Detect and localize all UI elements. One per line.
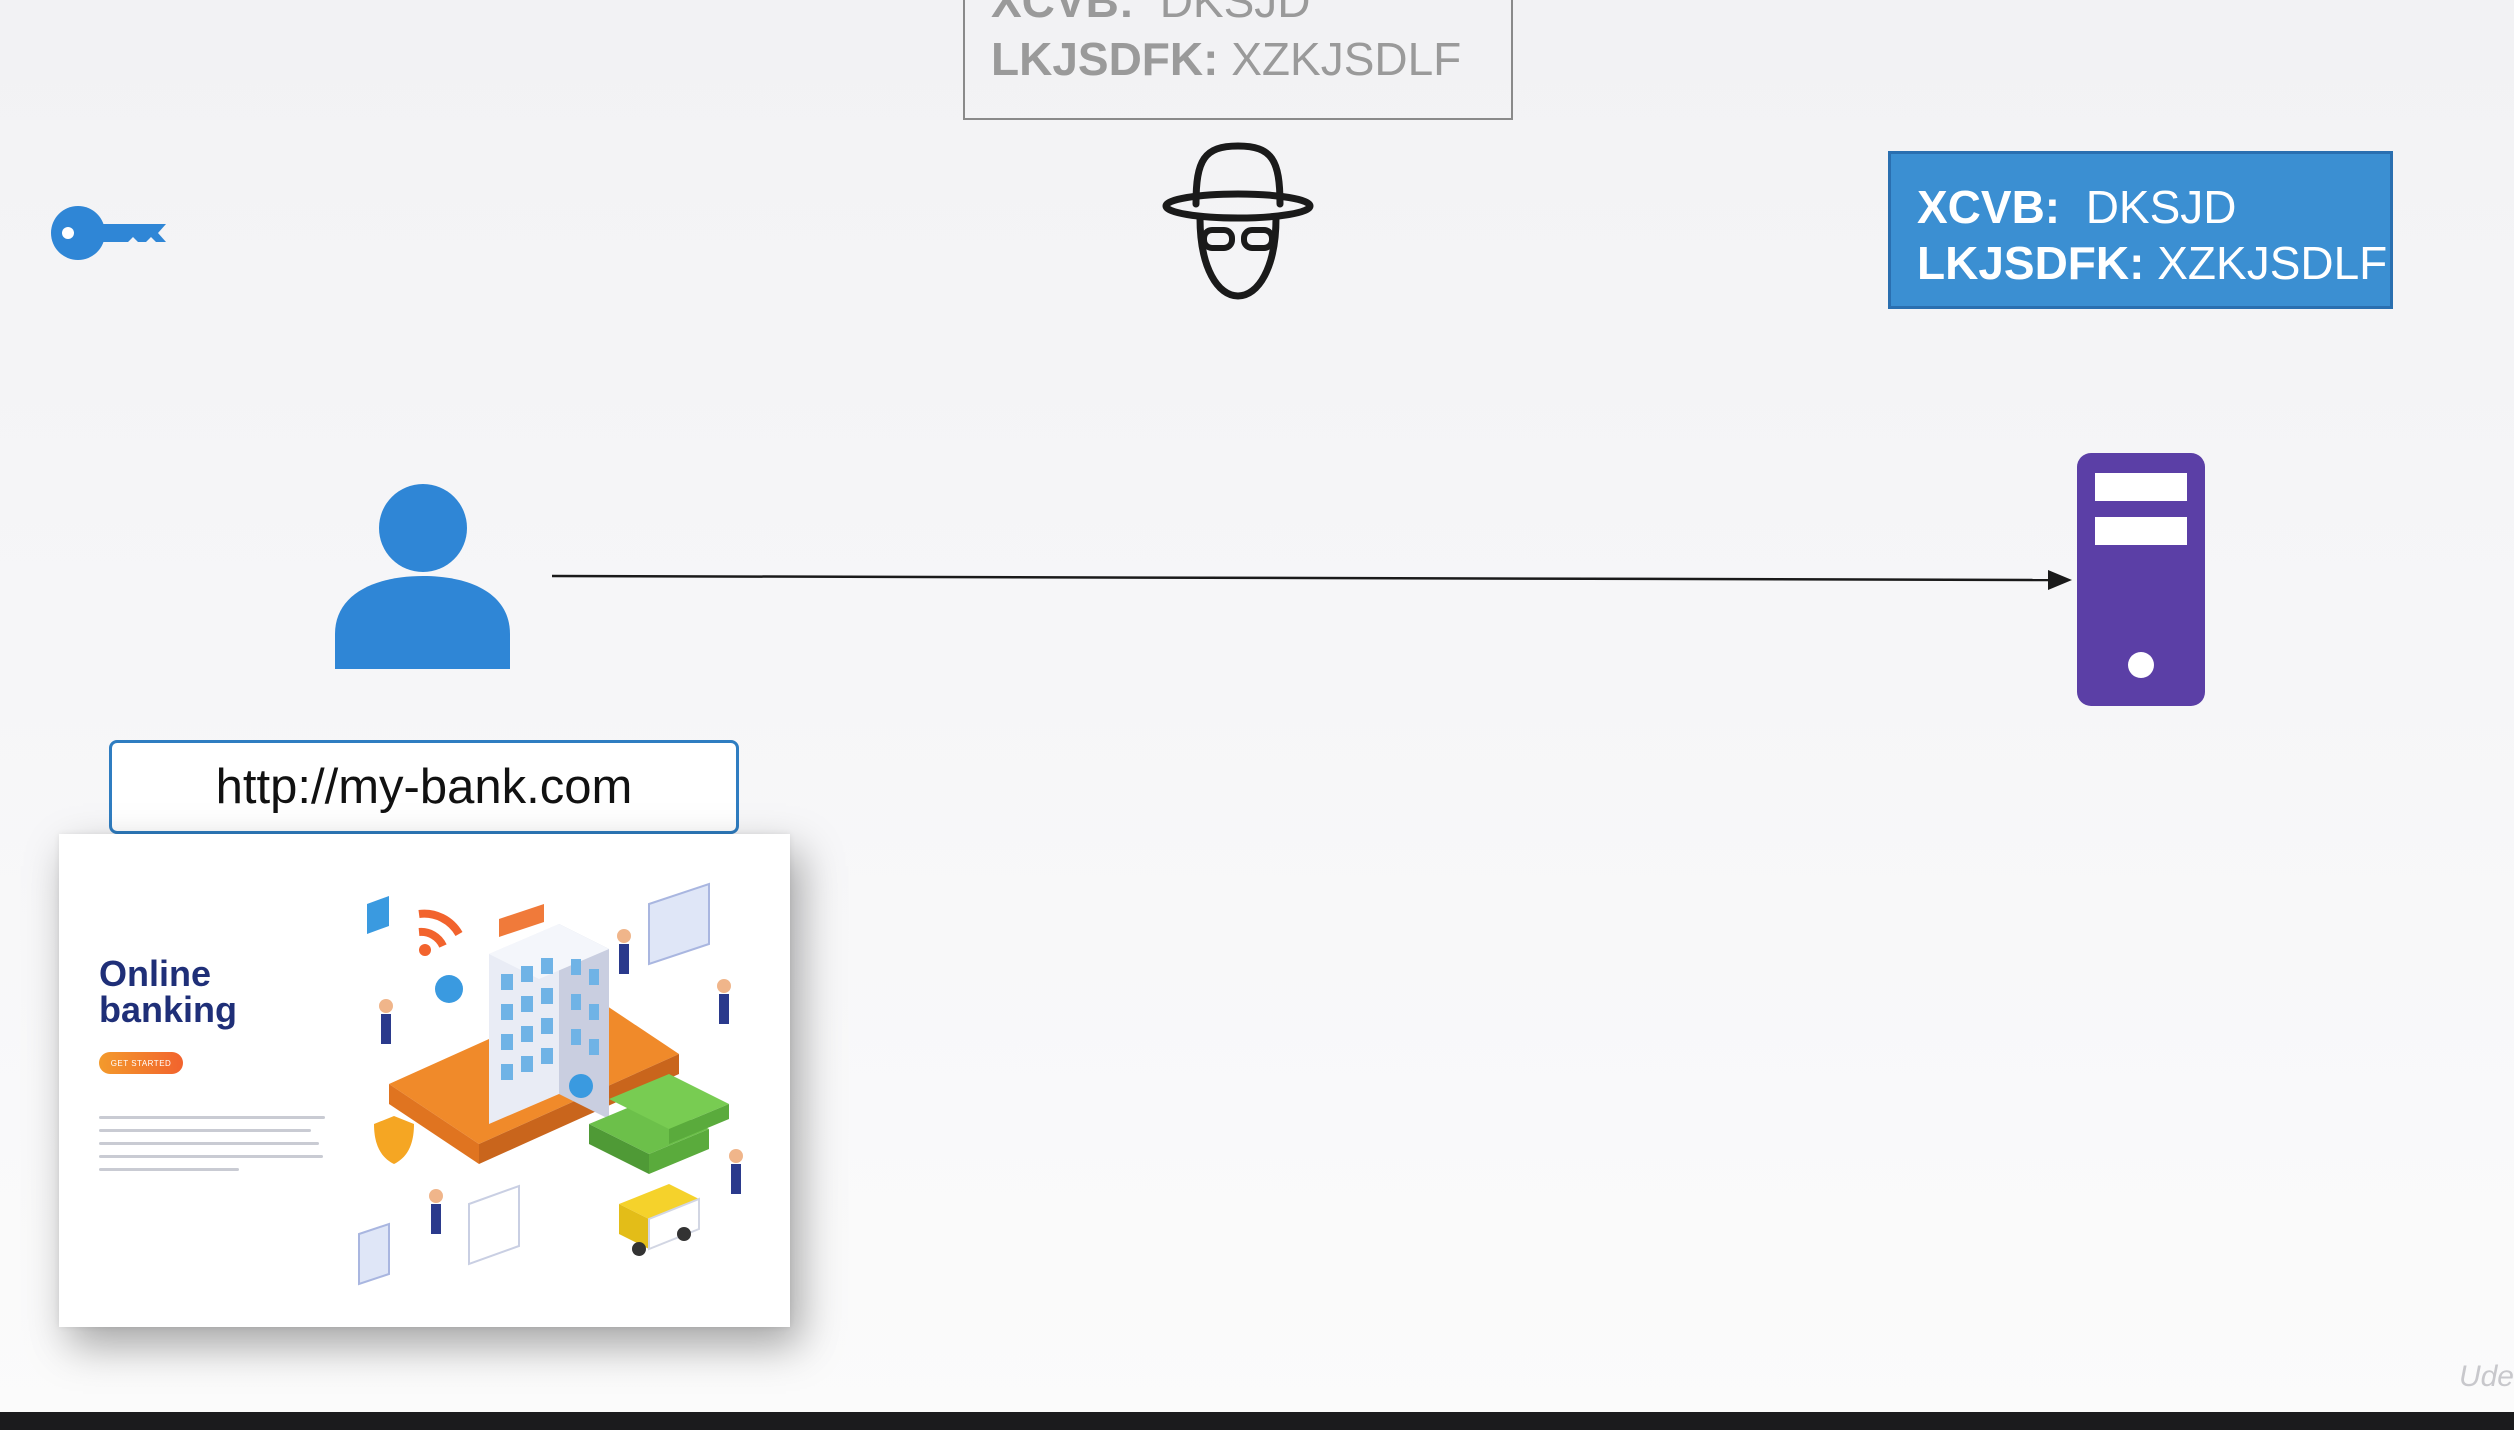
server-credentials-row-2: LKJSDFK: XZKJSDLF — [1917, 240, 2387, 286]
website-cta-button: GET STARTED — [99, 1052, 183, 1074]
credential-value: DKSJD — [1159, 0, 1311, 27]
url-bar: http://my-bank.com — [109, 740, 739, 834]
bottom-bar — [0, 1412, 2514, 1430]
intercepted-row-1: XCVB: DKSJD — [991, 0, 1311, 24]
credential-value: XZKJSDLF — [1231, 33, 1462, 85]
website-text-line — [99, 1116, 325, 1119]
intercepted-credentials-box: XCVB: DKSJD LKJSDFK: XZKJSDLF — [963, 0, 1513, 120]
request-arrow — [551, 570, 2072, 590]
watermark: Ude — [2458, 1360, 2514, 1393]
server-credentials-box: XCVB: DKSJD LKJSDFK: XZKJSDLF — [1888, 151, 2393, 309]
key-icon — [51, 206, 166, 260]
website-text-line — [99, 1129, 311, 1132]
online-banking-website: Online banking GET STARTED — [59, 834, 790, 1327]
banking-illustration — [358, 882, 743, 1286]
hacker-icon — [1162, 142, 1314, 300]
url-text: http://my-bank.com — [215, 760, 633, 814]
credential-key: XCVB: — [1917, 181, 2061, 233]
credential-value: XZKJSDLF — [2157, 237, 2388, 289]
credential-value: DKSJD — [2085, 181, 2237, 233]
user-icon — [335, 484, 510, 669]
credential-key: LKJSDFK: — [991, 33, 1219, 85]
website-text-line — [99, 1168, 239, 1171]
credential-key: LKJSDFK: — [1917, 237, 2145, 289]
website-title: Online banking — [99, 953, 238, 1030]
intercepted-row-2: LKJSDFK: XZKJSDLF — [991, 36, 1461, 82]
website-text-line — [99, 1142, 319, 1145]
server-icon — [2077, 453, 2205, 706]
credential-key: XCVB: — [991, 0, 1135, 27]
website-text-line — [99, 1155, 323, 1158]
server-credentials-row-1: XCVB: DKSJD — [1917, 184, 2237, 230]
